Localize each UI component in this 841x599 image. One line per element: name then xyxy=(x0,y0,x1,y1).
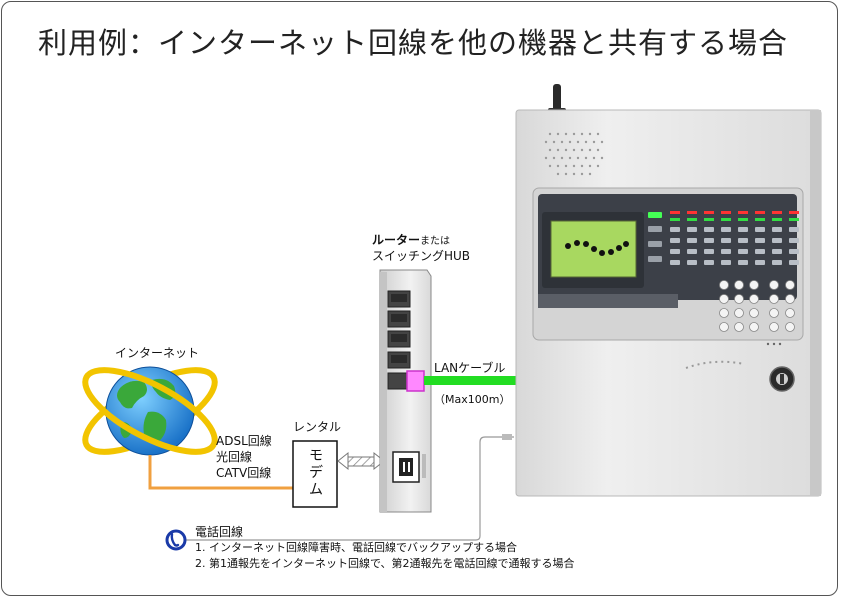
router-hub-device xyxy=(379,269,432,513)
keypad-icon xyxy=(719,280,795,332)
lan-cable-label: LANケーブル xyxy=(434,361,506,375)
rental-label: レンタル xyxy=(293,420,342,434)
note-1: 1. インターネット回線障害時、電話回線でバックアップする場合 xyxy=(195,541,517,554)
max-length-label: （Max100m） xyxy=(434,393,511,406)
page-title: 利用例：インターネット回線を他の機器と共有する場合 xyxy=(38,26,789,60)
line-type-optical: 光回線 xyxy=(216,450,253,464)
internet-globe-icon xyxy=(82,366,218,456)
internet-line xyxy=(148,455,298,490)
function-buttons-icon xyxy=(648,212,662,262)
alarm-device xyxy=(515,84,822,497)
lcd-dots-icon xyxy=(565,240,629,256)
phone-line xyxy=(186,436,514,541)
modem-label: モデム xyxy=(309,448,323,498)
lan-port-highlight xyxy=(406,370,425,392)
internet-label: インターネット xyxy=(115,346,200,360)
note-2: 2. 第1通報先をインターネット回線で、第2通報先を電話回線で通報する場合 xyxy=(195,557,575,570)
phone-line-icon xyxy=(165,529,187,551)
switching-hub-label: スイッチングHUB xyxy=(372,249,471,263)
router-label-or: または xyxy=(420,236,451,247)
key-switch-icon xyxy=(769,366,795,392)
router-label: ルーターまたは xyxy=(372,233,450,249)
phone-line-label: 電話回線 xyxy=(195,525,244,539)
lan-cable xyxy=(424,376,516,385)
modem-box xyxy=(292,440,338,508)
speaker-grille-icon xyxy=(544,132,604,176)
router-label-bold: ルーター xyxy=(372,233,421,247)
modem-hub-connector xyxy=(337,451,385,471)
line-type-adsl: ADSL回線 xyxy=(216,434,272,448)
line-type-catv: CATV回線 xyxy=(216,466,272,480)
channel-leds-icon xyxy=(670,211,799,265)
